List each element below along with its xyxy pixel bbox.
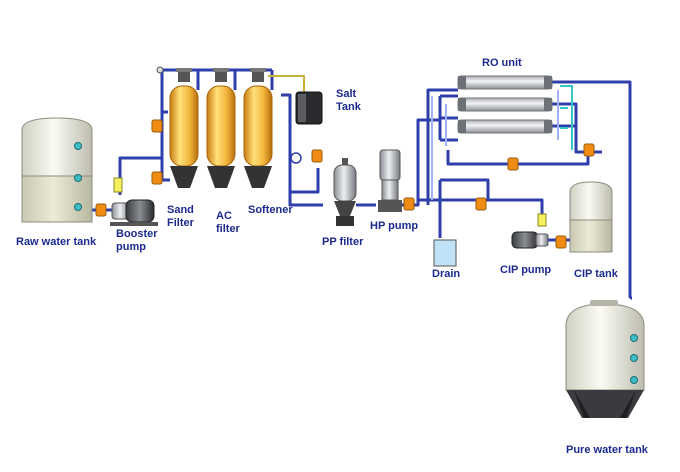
label-hp-pump: HP pump <box>370 220 419 232</box>
label-pure-water-tank: Pure water tank <box>566 444 648 456</box>
level-sensor-icon <box>630 354 638 362</box>
label-cip-pump: CIP pump <box>500 264 552 276</box>
pipe-hp-out <box>398 96 442 207</box>
label-sand-filter: Sand Filter <box>167 204 194 229</box>
cip-pump <box>511 213 567 249</box>
pipe-softener-to-pp <box>288 192 323 207</box>
valve-icon <box>151 171 163 185</box>
pipe-ro-feed <box>438 94 458 142</box>
level-sensor-icon <box>74 142 82 150</box>
label-pp-filter: PP filter <box>322 236 364 248</box>
ro-membrane <box>457 75 553 90</box>
softener <box>243 68 273 188</box>
valve-icon <box>151 119 163 133</box>
pipe-sand-to-ac <box>196 70 274 90</box>
pp-filter <box>333 158 357 226</box>
pipe-salt-line <box>268 75 305 92</box>
pipes-light <box>431 90 559 200</box>
ro-unit <box>457 75 595 171</box>
pipe-ro-right2 <box>552 102 602 154</box>
label-softener: Softener <box>248 204 293 216</box>
level-sensor-icon <box>630 376 638 384</box>
label-booster-pump: Booster pump <box>116 228 158 253</box>
level-sensor-icon <box>74 174 82 182</box>
drain <box>433 197 487 267</box>
cip-tank <box>569 181 613 253</box>
label-ac-filter: AC filter <box>216 210 240 235</box>
booster-pump <box>95 177 158 226</box>
label-drain: Drain <box>432 268 461 280</box>
salt-tank <box>295 91 323 125</box>
flow-meter-icon <box>537 213 547 227</box>
valve-icon <box>507 157 519 171</box>
valve-icon <box>583 143 595 157</box>
pipe-cip-top <box>418 198 544 218</box>
valve-icon <box>403 197 415 211</box>
raw-water-tank <box>21 117 93 223</box>
ac-filter <box>206 68 236 188</box>
ro-membrane <box>457 97 553 112</box>
level-sensor-icon <box>630 334 638 342</box>
label-ro-unit: RO unit <box>482 57 522 69</box>
valve-icon <box>95 203 107 217</box>
ro-membrane <box>457 119 553 134</box>
pipe-drain <box>438 178 490 238</box>
valve-icon <box>555 235 567 249</box>
label-cip-tank: CIP tank <box>574 268 618 280</box>
pipe-ro-right <box>552 80 632 298</box>
hp-pump <box>378 149 415 212</box>
flow-meter-icon <box>113 177 123 193</box>
valve-icon <box>475 197 487 211</box>
gauge-icon <box>156 66 164 74</box>
pipe-ro-left-outer <box>426 88 458 205</box>
pipes <box>92 68 632 300</box>
level-sensor-icon <box>74 203 82 211</box>
filter-valves <box>151 66 323 185</box>
cip-loop <box>560 85 573 150</box>
valve-icon <box>311 149 323 163</box>
gauge-icon <box>290 152 302 164</box>
pure-water-tank <box>565 300 645 418</box>
sand-filter <box>169 68 199 188</box>
label-salt-tank: Salt Tank <box>336 88 361 113</box>
label-raw-water-tank: Raw water tank <box>16 236 97 248</box>
